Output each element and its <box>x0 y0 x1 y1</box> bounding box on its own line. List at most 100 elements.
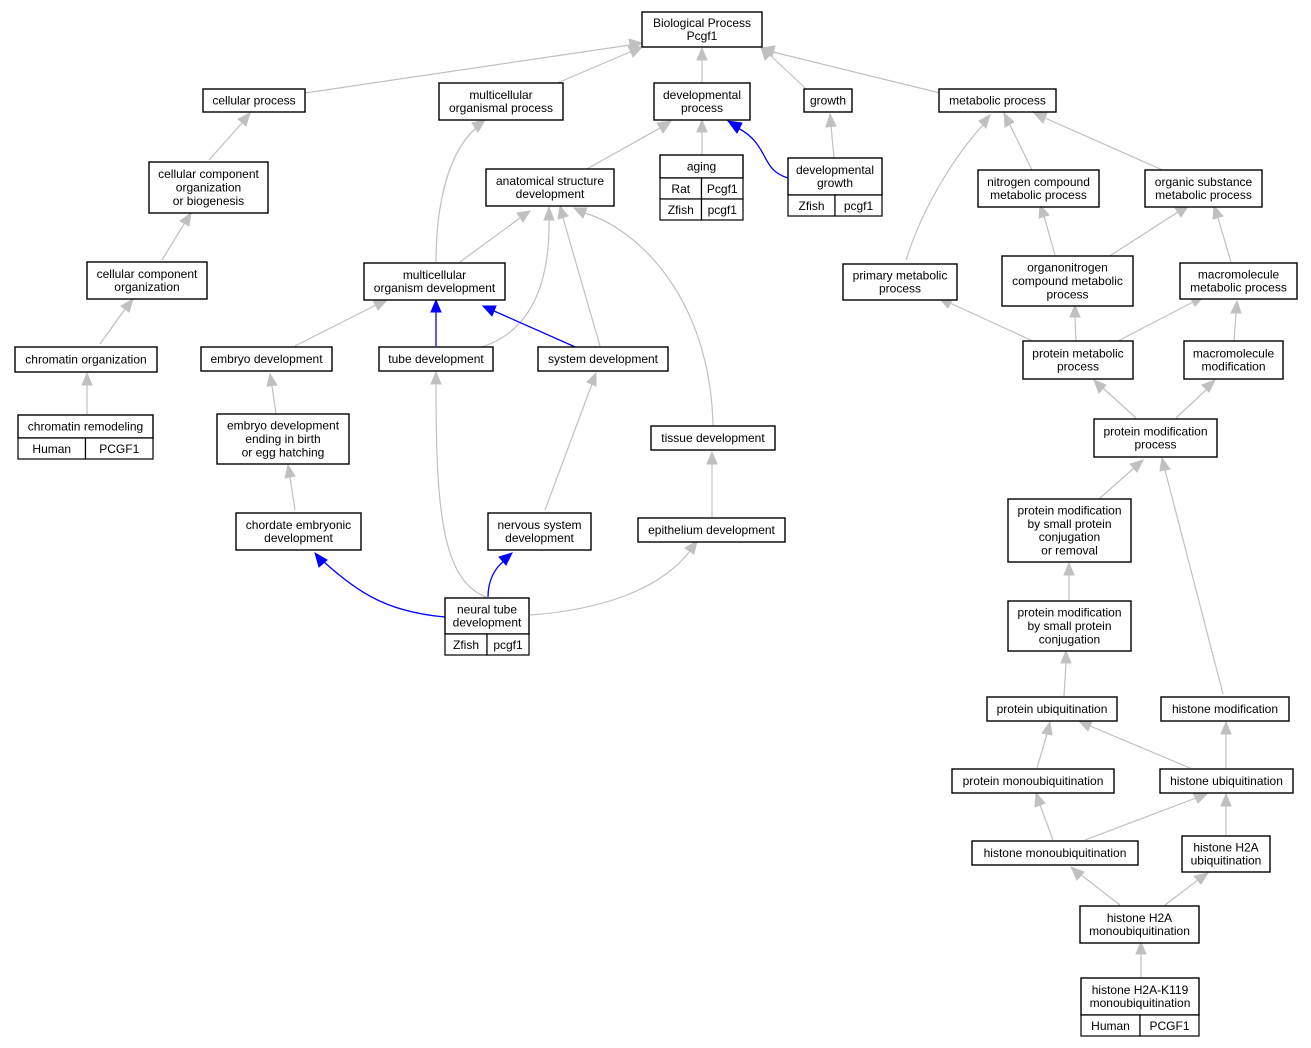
node-label: organismal process <box>449 101 553 115</box>
node-box <box>1001 255 1134 307</box>
node-label: aging <box>687 160 716 174</box>
node-label: organization <box>114 280 179 294</box>
node-box <box>14 346 158 373</box>
node-label: protein modification <box>1017 606 1121 620</box>
go-term-node[interactable]: protein ubiquitination <box>986 696 1118 722</box>
go-term-node[interactable]: metabolic process <box>938 88 1057 113</box>
node-box <box>363 262 506 301</box>
edge <box>706 450 718 517</box>
node-label: cellular process <box>212 94 295 108</box>
node-label: compound metabolic <box>1012 274 1123 288</box>
edge <box>1175 379 1217 419</box>
edge <box>1107 205 1190 258</box>
edge <box>1093 379 1137 419</box>
node-box <box>216 413 350 465</box>
species-label: Human <box>1091 1019 1130 1033</box>
edge <box>1038 203 1056 256</box>
node-label: cellular component <box>158 167 259 181</box>
go-term-node[interactable]: chromatin organization <box>14 346 158 373</box>
go-term-node[interactable]: tube development <box>378 346 494 372</box>
node-label: multicellular <box>403 268 466 282</box>
node-label: organonitrogen <box>1027 261 1108 275</box>
edge <box>430 370 487 598</box>
node-label: tissue development <box>661 431 765 445</box>
node-box <box>803 88 853 113</box>
node-label: macromolecule <box>1193 346 1275 360</box>
go-term-node[interactable]: growth <box>803 88 853 113</box>
gene-cell <box>700 198 744 221</box>
go-term-node[interactable]: epithelium development <box>637 517 786 543</box>
node-label: or biogenesis <box>173 194 244 208</box>
node-box <box>1007 498 1132 563</box>
node-label: histone monoubiquitination <box>984 846 1127 860</box>
edges-highlight <box>314 120 789 618</box>
edges-default <box>81 38 1242 977</box>
edge <box>1077 720 1191 769</box>
node-label: development <box>516 187 585 201</box>
node-box <box>1181 835 1271 873</box>
go-term-node[interactable]: tissue development <box>650 425 776 451</box>
node-label: anatomical structure <box>496 174 604 188</box>
go-term-node[interactable]: system development <box>537 346 669 372</box>
edge <box>696 118 708 155</box>
node-box <box>1093 418 1218 458</box>
go-term-node[interactable]: protein monoubiquitination <box>951 768 1115 794</box>
edge <box>1099 459 1144 499</box>
node-box <box>641 11 763 48</box>
go-term-node[interactable]: cellular process <box>202 88 306 113</box>
edge <box>208 112 251 161</box>
gene-label: pcgf1 <box>844 199 874 213</box>
node-box <box>842 263 958 301</box>
node-box <box>86 261 208 300</box>
go-term-node[interactable]: histone monoubiquitination <box>971 840 1139 866</box>
node-label: process <box>1134 438 1176 452</box>
node-label: conjugation <box>1039 632 1100 646</box>
edge <box>1063 561 1075 600</box>
gene-cell <box>834 194 883 217</box>
node-label: protein ubiquitination <box>997 702 1108 716</box>
go-term-node[interactable]: histone modification <box>1160 696 1290 722</box>
node-label: process <box>1057 360 1099 374</box>
node-box <box>1179 262 1298 300</box>
edge <box>481 305 583 351</box>
go-term-node[interactable]: embryo development <box>200 346 333 372</box>
node-box <box>537 346 669 372</box>
node-box <box>444 597 530 635</box>
node-label: multicellular <box>469 88 532 102</box>
edge <box>1036 720 1053 769</box>
go-term-node[interactable]: histone ubiquitination <box>1159 768 1294 794</box>
gene-cell <box>486 633 530 656</box>
edge <box>99 297 134 345</box>
node-box <box>1079 905 1200 944</box>
node-label: modification <box>1201 360 1265 374</box>
edge <box>529 539 698 616</box>
